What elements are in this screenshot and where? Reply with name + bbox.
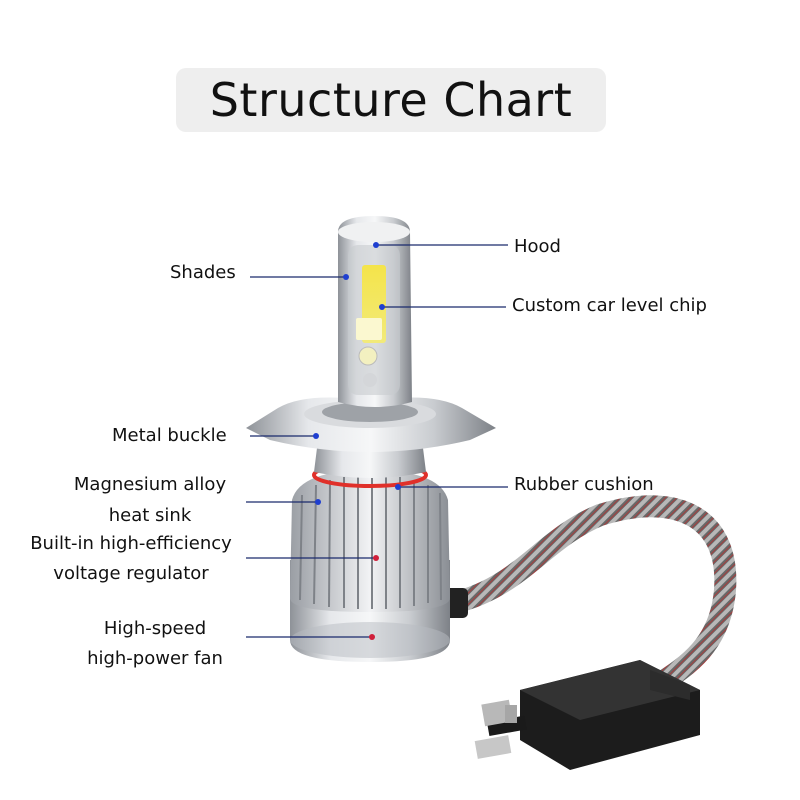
label-rubber-cushion: Rubber cushion (514, 474, 654, 495)
label-heat-sink-line2: heat sink (108, 505, 192, 526)
marker-shades (343, 274, 349, 280)
marker-fan (369, 634, 375, 640)
title-banner: Structure Chart (176, 68, 606, 132)
label-fan-line1: High-speed (103, 618, 207, 639)
label-metal-buckle: Metal buckle (112, 425, 227, 446)
label-chip: Custom car level chip (512, 295, 707, 316)
h4-plug-connector (474, 660, 700, 770)
page-title: Structure Chart (209, 73, 573, 127)
label-fan-line2: high-power fan (87, 648, 223, 669)
metal-buckle-flange (246, 397, 496, 452)
label-hood: Hood (514, 236, 561, 257)
heat-sink-fins (290, 470, 450, 612)
label-shades: Shades (170, 262, 236, 283)
cob-chip (356, 265, 386, 387)
marker-heat-sink (315, 499, 321, 505)
marker-chip (379, 304, 385, 310)
marker-regulator (373, 555, 379, 561)
marker-dots (313, 242, 401, 640)
leader-lines (246, 244, 508, 638)
label-regulator-line1: Built-in high-efficiency (30, 533, 232, 554)
label-regulator-line2: voltage regulator (53, 563, 209, 584)
braided-cable (434, 495, 737, 701)
marker-rubber-cushion (395, 484, 401, 490)
marker-hood (373, 242, 379, 248)
label-heat-sink-line1: Magnesium alloy (73, 474, 227, 495)
marker-metal-buckle (313, 433, 319, 439)
